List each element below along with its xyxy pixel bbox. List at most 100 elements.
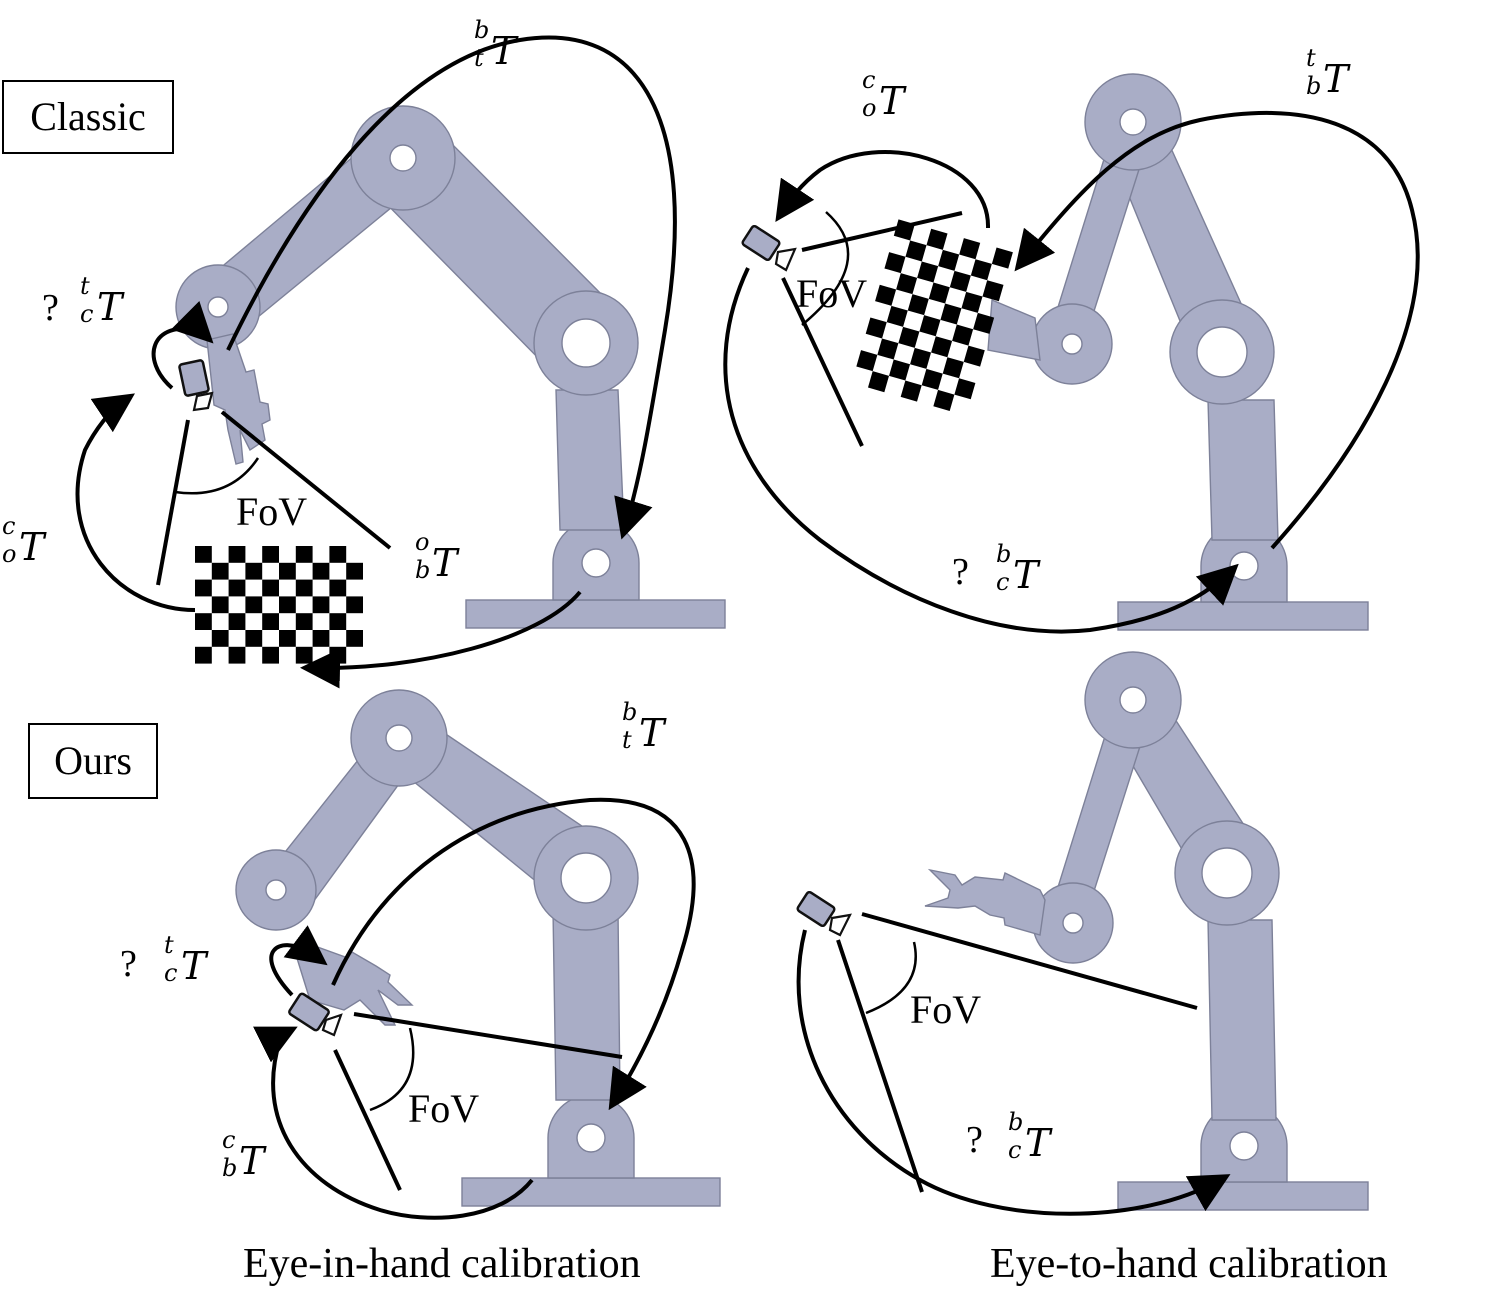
checker-square — [886, 305, 908, 327]
section-label-ours: Ours — [28, 723, 158, 799]
joint-hole — [207, 296, 229, 318]
unknown-marker: ? — [952, 551, 969, 593]
section-label-classic: Classic — [2, 80, 174, 154]
checker-square — [312, 562, 330, 580]
checker-square — [900, 380, 922, 402]
checker-square — [952, 324, 974, 346]
camera-icon — [178, 359, 214, 412]
joint-hole — [265, 879, 287, 901]
joint-hole — [1062, 912, 1084, 934]
checker-square — [919, 315, 941, 337]
camera-icon — [796, 890, 852, 937]
checker-square — [211, 596, 229, 614]
unknown-marker: ? — [966, 1119, 983, 1161]
arrow-camera-to-base — [253, 1026, 534, 1220]
robot-classic-eye-in-hand — [175, 105, 726, 629]
arrow-camera-to-object — [775, 150, 991, 229]
checker-square — [295, 646, 313, 664]
checker-square — [195, 546, 212, 563]
fov-label: FoV — [408, 1086, 480, 1131]
checker-square — [295, 546, 313, 563]
checker-square — [928, 282, 950, 304]
checker-square — [228, 579, 246, 597]
checker-square — [931, 336, 953, 358]
checker-square — [262, 579, 279, 597]
joint-hole — [1119, 108, 1147, 136]
arrow-object-to-base — [300, 590, 582, 689]
checker-square — [933, 389, 955, 411]
checker-square — [907, 294, 929, 316]
transform-arrows — [723, 110, 1420, 634]
checker-square — [211, 630, 229, 647]
checker-square — [195, 579, 212, 597]
robot-gripper — [924, 868, 1046, 936]
robot-base-plate — [465, 599, 726, 629]
checker-square — [245, 562, 263, 580]
checker-square — [195, 646, 212, 664]
arrow-base-to-tool — [331, 797, 696, 1111]
unknown-marker: ? — [120, 943, 137, 985]
checker-square — [982, 280, 1004, 302]
fov-lines — [781, 211, 963, 447]
checker-square — [973, 312, 995, 334]
checker-square — [312, 596, 330, 614]
camera-icon — [741, 224, 797, 272]
arrow-tool-to-base — [1014, 110, 1420, 550]
checker-square — [910, 347, 932, 369]
checker-square — [867, 371, 890, 393]
arrow-tool-to-camera — [151, 301, 214, 390]
checker-square — [279, 562, 296, 580]
arrow-base-to-tool — [226, 35, 677, 540]
transform-arrows — [796, 929, 1231, 1216]
checker-square — [195, 613, 212, 630]
robot-base-plate — [1117, 1181, 1369, 1211]
caption-eye-in-hand: Eye-in-hand calibration — [243, 1241, 641, 1287]
robot-lower-link — [552, 909, 621, 1101]
checker-square — [346, 562, 363, 580]
checker-square — [921, 368, 943, 390]
checker-square — [905, 240, 927, 262]
checker-square — [889, 359, 911, 381]
checker-square — [211, 562, 229, 580]
robot-end-effector — [987, 298, 1041, 361]
fov-label: FoV — [236, 489, 308, 534]
robot-gripper — [206, 333, 271, 465]
transform-arrows — [253, 797, 696, 1220]
robot-ours-eye-to-hand — [924, 651, 1369, 1211]
camera-icon — [288, 992, 343, 1037]
checker-square — [942, 357, 964, 379]
checker-square — [245, 596, 263, 614]
arrow-camera-to-object — [75, 393, 196, 612]
checker-square — [262, 646, 279, 664]
transform-arrows — [75, 35, 677, 689]
checker-square — [898, 326, 920, 348]
joint-hole — [389, 144, 417, 172]
checker-square — [963, 345, 985, 367]
fov-label: FoV — [796, 271, 868, 316]
robot-base-plate — [1117, 601, 1369, 631]
arrow-base-to-camera — [796, 929, 1231, 1216]
checkerboard-classic-eye-in-hand — [195, 546, 363, 664]
checker-square — [329, 546, 347, 563]
joint-hole — [1196, 326, 1248, 378]
checker-square — [262, 546, 279, 563]
checker-square — [961, 291, 983, 313]
joint-hole — [581, 548, 611, 578]
checker-square — [279, 596, 296, 614]
robot-base-plate — [461, 1177, 721, 1207]
joint-hole — [1061, 333, 1083, 355]
joint-hole — [576, 1123, 606, 1153]
checker-square — [970, 259, 992, 281]
fov-label: FoV — [910, 987, 982, 1032]
checker-square — [346, 630, 363, 647]
checker-square — [262, 613, 279, 630]
checker-square — [940, 303, 962, 325]
checker-square — [329, 646, 347, 664]
checker-square — [938, 249, 960, 271]
checker-square — [884, 252, 906, 274]
checker-square — [329, 613, 347, 630]
robot-lower-link — [555, 389, 625, 531]
arrow-base-to-camera — [723, 267, 1239, 634]
checker-square — [856, 350, 878, 372]
checker-square — [228, 546, 246, 563]
